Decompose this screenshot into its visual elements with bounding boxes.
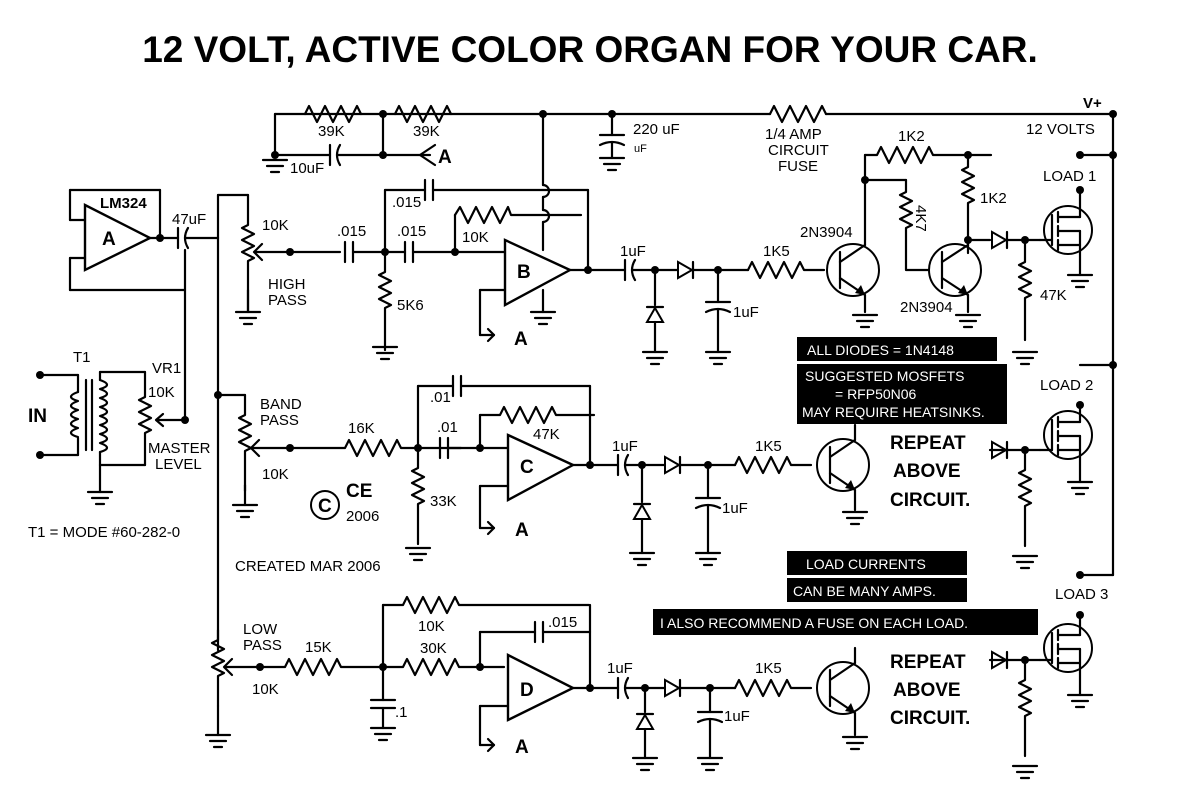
note-load-3: I ALSO RECOMMEND A FUSE ON EACH LOAD. <box>660 615 968 631</box>
low-pass-cgnd-label: .1 <box>395 704 408 721</box>
vr1-value-label: 10K <box>148 384 175 401</box>
low-pass-pot-label: 10K <box>252 681 279 698</box>
row2-rbase-label: 1K5 <box>755 438 782 455</box>
master-label: MASTER <box>148 440 211 457</box>
row3-cout-label: 1uF <box>607 660 633 677</box>
load-1-label: LOAD 1 <box>1043 168 1096 185</box>
supply-cap-unit: uF <box>634 143 647 155</box>
high-pass-pot-label: 10K <box>262 217 289 234</box>
low-pass-section <box>204 595 870 772</box>
bias-cap-label: 10uF <box>290 160 324 177</box>
low-pass-label-1: LOW <box>243 621 278 638</box>
high-pass-label-2: PASS <box>268 292 307 309</box>
vplus-label: V+ <box>1083 95 1102 112</box>
power-rail <box>261 104 1117 579</box>
transformer-note: T1 = MODE #60-282-0 <box>28 524 180 541</box>
repeat-2-line-1: REPEAT <box>890 433 966 454</box>
repeat-2-line-2: ABOVE <box>893 461 961 482</box>
row3-rbase-label: 1K5 <box>755 660 782 677</box>
repeat-3-line-2: ABOVE <box>893 680 961 701</box>
bias-r2-label: 39K <box>413 123 440 140</box>
row2-cout-label: 1uF <box>612 438 638 455</box>
note-load-2: CAN BE MANY AMPS. <box>793 583 936 599</box>
row1-cfilter-label: 1uF <box>733 304 759 321</box>
low-pass-cfb-label: .015 <box>548 614 577 631</box>
band-pass-section <box>216 374 870 567</box>
note-boxes <box>653 337 1038 635</box>
q1-label: 2N3904 <box>800 224 853 241</box>
r4k7-label: 4K7 <box>912 205 929 232</box>
fuse-label-2: CIRCUIT <box>768 142 829 159</box>
repeat-3-line-3: CIRCUIT. <box>890 708 970 729</box>
load-2-label: LOAD 2 <box>1040 377 1093 394</box>
row2-cfilter-label: 1uF <box>722 500 748 517</box>
in-label: IN <box>28 406 47 427</box>
schematic-title: 12 VOLT, ACTIVE COLOR ORGAN FOR YOUR CAR… <box>142 29 1038 70</box>
fuse-label-3: FUSE <box>778 158 818 175</box>
credit-year: 2006 <box>346 508 379 525</box>
driver-row-1 <box>623 145 1042 366</box>
high-pass-c2-label: .015 <box>397 223 426 240</box>
op-amp-d-label: D <box>520 680 534 701</box>
r1k2-label-2: 1K2 <box>980 190 1007 207</box>
load-3-label: LOAD 3 <box>1055 586 1108 603</box>
op-amp-part-label: LM324 <box>100 195 147 212</box>
repeat-3-line-1: REPEAT <box>890 652 966 673</box>
note-mosfet-2: = RFP50N06 <box>835 386 917 402</box>
level-label: LEVEL <box>155 456 202 473</box>
volts-label: 12 VOLTS <box>1026 121 1095 138</box>
row3-cfilter-label: 1uF <box>724 708 750 725</box>
op-amp-c-ref: A <box>515 520 529 541</box>
low-pass-rfb-label: 10K <box>418 618 445 635</box>
q2-label: 2N3904 <box>900 299 953 316</box>
author-mark: CE <box>346 481 372 502</box>
note-diodes: ALL DIODES = 1N4148 <box>807 342 954 358</box>
band-pass-label-2: PASS <box>260 412 299 429</box>
note-mosfet-3: MAY REQUIRE HEATSINKS. <box>802 404 985 420</box>
band-pass-label-1: BAND <box>260 396 302 413</box>
mosfet-2 <box>988 401 1094 570</box>
band-pass-cin-label: .01 <box>437 419 458 436</box>
r47k-label: 47K <box>1040 287 1067 304</box>
supply-cap-label: 220 uF <box>633 121 680 138</box>
bias-r1-label: 39K <box>318 123 345 140</box>
coupling-cap-label: 47uF <box>172 211 206 228</box>
high-pass-section <box>216 112 627 361</box>
op-amp-d-ref: A <box>515 737 529 758</box>
fuse-label-1: 1/4 AMP <box>765 126 822 143</box>
input-transformer <box>36 248 189 506</box>
low-pass-label-2: PASS <box>243 637 282 654</box>
copyright-symbol: C <box>318 496 332 517</box>
band-pass-pot-label: 10K <box>262 466 289 483</box>
band-pass-rfb-label: 47K <box>533 426 560 443</box>
r1k2-label-1: 1K2 <box>898 128 925 145</box>
band-pass-rin-label: 16K <box>348 420 375 437</box>
mosfet-3 <box>988 611 1094 780</box>
low-pass-rin-label: 15K <box>305 639 332 656</box>
created-label: CREATED MAR 2006 <box>235 558 381 575</box>
op-amp-b-ref: A <box>514 329 528 350</box>
high-pass-c1-label: .015 <box>337 223 366 240</box>
row1-cout-label: 1uF <box>620 243 646 260</box>
note-mosfet-1: SUGGESTED MOSFETS <box>805 368 964 384</box>
low-pass-rmid-label: 30K <box>420 640 447 657</box>
note-load-1: LOAD CURRENTS <box>806 556 926 572</box>
high-pass-rfb-label: 10K <box>462 229 489 246</box>
vr1-label: VR1 <box>152 360 181 377</box>
band-pass-cfb-label: .01 <box>430 389 451 406</box>
high-pass-label-1: HIGH <box>268 276 306 293</box>
mosfet-1 <box>1038 186 1094 289</box>
high-pass-rgnd-label: 5K6 <box>397 297 424 314</box>
op-amp-c-label: C <box>520 457 534 478</box>
repeat-2-line-3: CIRCUIT. <box>890 490 970 511</box>
op-amp-a-label: A <box>102 229 116 250</box>
high-pass-cfb-label: .015 <box>392 194 421 211</box>
band-pass-rgnd-label: 33K <box>430 493 457 510</box>
row1-rbase-label: 1K5 <box>763 243 790 260</box>
op-amp-b-label: B <box>517 262 531 283</box>
bias-ref-label: A <box>438 147 452 168</box>
t1-label: T1 <box>73 349 91 366</box>
